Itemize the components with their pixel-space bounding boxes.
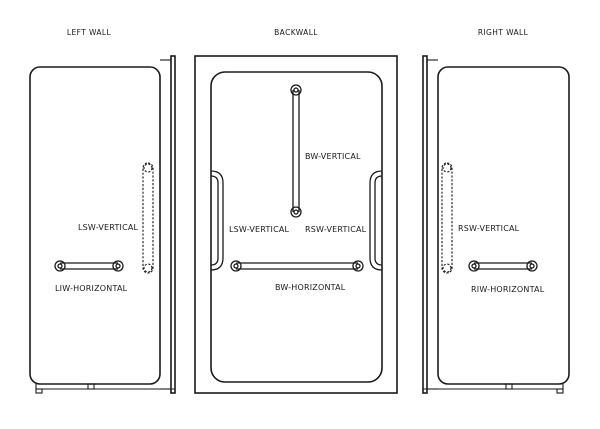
riw-horizontal-grab-bar — [468, 260, 538, 272]
backwall-frame — [194, 55, 398, 394]
right-wall-panel: RSW-VERTICAL RIW-HORIZONTAL — [422, 55, 570, 394]
lsw-vertical-back-label: LSW-VERTICAL — [229, 225, 290, 234]
right-wall-title: RIGHT WALL — [478, 28, 529, 37]
right-wall-surface — [437, 66, 570, 385]
liw-horizontal-grab-bar — [54, 260, 124, 272]
liw-horizontal-label: LIW-HORIZONTAL — [55, 284, 128, 293]
backwall-panel: BW-VERTICAL LSW-VERTICAL RSW-VERTICAL BW… — [194, 55, 398, 394]
lsw-vertical-grab-bar — [142, 162, 154, 274]
bw-vertical-label: BW-VERTICAL — [305, 152, 361, 161]
rsw-vertical-label: RSW-VERTICAL — [458, 224, 520, 233]
backwall-title: BACKWALL — [274, 28, 318, 37]
rsw-vertical-grab-bar — [441, 162, 453, 274]
bw-horizontal-label: BW-HORIZONTAL — [275, 283, 346, 292]
bw-vertical-grab-bar — [290, 84, 302, 218]
left-wall-surface — [29, 66, 161, 385]
lsw-vertical-profile — [210, 170, 224, 271]
lsw-vertical-label: LSW-VERTICAL — [78, 223, 139, 232]
bw-horizontal-grab-bar — [230, 260, 364, 272]
left-wall-frame — [170, 55, 176, 394]
left-wall-panel: LSW-VERTICAL LIW-HORIZONTAL — [29, 55, 176, 394]
rsw-vertical-back-label: RSW-VERTICAL — [305, 225, 367, 234]
left-wall-title: LEFT WALL — [67, 28, 112, 37]
rsw-vertical-profile — [369, 170, 383, 271]
right-wall-frame — [422, 55, 428, 394]
riw-horizontal-label: RIW-HORIZONTAL — [471, 285, 545, 294]
backwall-surface — [210, 71, 383, 383]
